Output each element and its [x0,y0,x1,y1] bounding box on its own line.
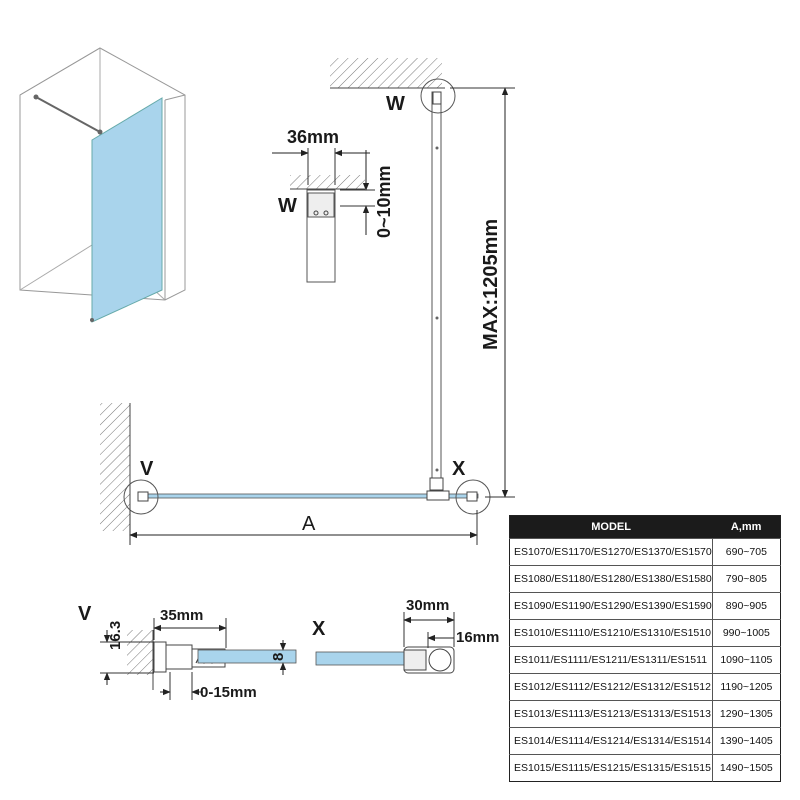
x-plan-letter: X [452,458,466,480]
plan-view [100,58,515,545]
support-bar [35,96,101,133]
w-detail-view [272,148,375,283]
v-detail-letter: V [78,603,92,625]
a-dimension-label: A [302,513,316,535]
model-cell: ES1014/ES1114/ES1214/ES1314/ES1514 [509,727,713,755]
model-cell: ES1015/ES1115/ES1215/ES1315/ES1515 [509,754,713,782]
perspective-view [19,47,186,323]
model-cell: ES1080/ES1180/ES1280/ES1380/ES1580 [509,565,713,593]
w-width-label: 36mm [287,127,339,147]
v-height-label: 16.3 [107,621,124,650]
a-cell: 990~1005 [711,619,781,647]
v-detail-view [100,618,297,700]
a-cell: 890~905 [711,592,781,620]
a-cell: 1090~1105 [711,646,781,674]
model-cell: ES1070/ES1170/ES1270/ES1370/ES1570 [509,538,713,566]
header-a: A,mm [712,515,781,539]
a-cell: 690~705 [711,538,781,566]
a-cell: 1490~1505 [711,754,781,782]
v-plan-letter: V [140,458,154,480]
model-cell: ES1090/ES1190/ES1290/ES1390/ES1590 [509,592,713,620]
a-cell: 1190~1205 [711,673,781,701]
glass-panel [91,97,163,323]
model-table: MODEL A,mm ES1070/ES1170/ES1270/ES1370/E… [509,515,781,782]
table-header-row: MODEL A,mm [509,515,781,539]
max-height-label: MAX:1205mm [480,219,502,350]
v-adjust-label: 0-15mm [200,684,257,701]
w-gap-label: 0~10mm [374,165,394,238]
a-cell: 1290~1305 [711,700,781,728]
header-model: MODEL [509,515,713,539]
model-cell: ES1010/ES1110/ES1210/ES1310/ES1510 [509,619,713,647]
model-cell: ES1012/ES1112/ES1212/ES1312/ES1512 [509,673,713,701]
model-cell: ES1011/ES1111/ES1211/ES1311/ES1511 [509,646,713,674]
a-cell: 1390~1405 [711,727,781,755]
model-cell: ES1013/ES1113/ES1213/ES1313/ES1513 [509,700,713,728]
x-width-label: 30mm [406,597,449,614]
x-offset-label: 16mm [456,629,499,646]
x-detail-letter: X [312,618,326,640]
w-detail-letter: W [278,195,297,217]
x-detail-view [315,612,455,674]
glass-thickness-label: 8 [270,653,287,661]
v-width-label: 35mm [160,607,203,624]
w-top-letter: W [386,93,405,115]
a-cell: 790~805 [711,565,781,593]
